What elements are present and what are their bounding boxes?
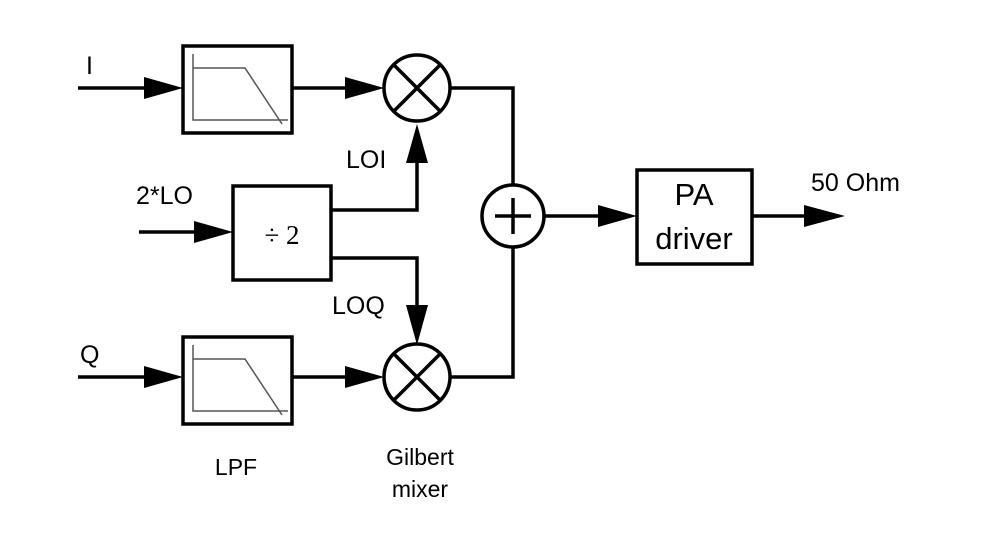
q-input-label: Q (80, 341, 99, 369)
loq-arrow (406, 305, 428, 345)
mixer-top-out-wire (450, 86, 515, 186)
loi-label: LOI (346, 146, 386, 174)
pa-label-line1: PA (674, 177, 713, 212)
pa-label-line2: driver (655, 221, 733, 256)
loq-wire (331, 256, 419, 310)
lo-input-arrow (194, 221, 233, 243)
mixer-bottom-in-arrow (345, 366, 384, 388)
lpf-label: LPF (215, 454, 257, 480)
mixer-bottom-icon (382, 342, 452, 412)
output-arrow (804, 205, 845, 227)
summer-icon (480, 183, 546, 249)
mixer-bottom-out-wire (450, 246, 515, 379)
pa-driver-block (635, 168, 754, 266)
loi-wire (331, 158, 419, 212)
lo-input-label: 2*LO (136, 182, 193, 210)
loi-arrow (406, 124, 428, 163)
mixer-label-line2: mixer (392, 476, 449, 502)
mixer-top-icon (382, 53, 452, 123)
pa-in-arrow (598, 205, 637, 227)
divider-label: ÷ 2 (264, 220, 299, 250)
loq-label: LOQ (332, 292, 385, 320)
lpf-top-block (181, 44, 294, 135)
i-input-arrow (144, 77, 183, 99)
q-input-arrow (144, 366, 183, 388)
mixer-label-line1: Gilbert (386, 444, 454, 470)
i-input-label: I (86, 52, 93, 80)
output-label: 50 Ohm (811, 169, 900, 197)
mixer-top-in-arrow (345, 77, 384, 99)
divider-block (231, 184, 333, 282)
lpf-bottom-block (181, 335, 294, 426)
